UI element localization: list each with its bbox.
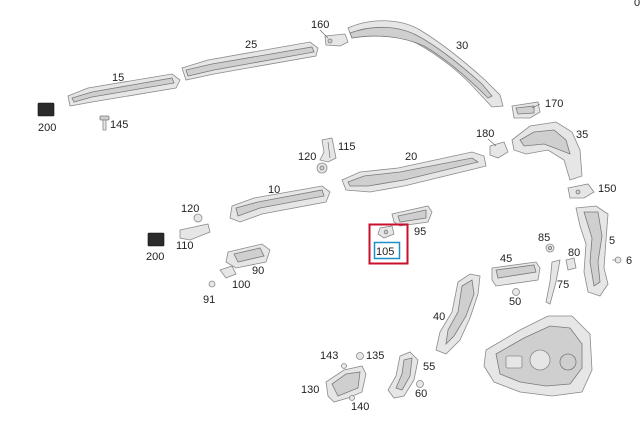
part-45-connector[interactable] bbox=[491, 261, 541, 287]
part-15-duct[interactable] bbox=[67, 73, 181, 107]
part-5-duct[interactable] bbox=[575, 205, 609, 297]
label-110: 110 bbox=[176, 240, 194, 252]
part-80-clip[interactable] bbox=[565, 257, 577, 271]
label-115: 115 bbox=[338, 141, 356, 153]
part-135-bolt[interactable] bbox=[356, 352, 364, 360]
label-10: 10 bbox=[268, 184, 280, 196]
part-91-bolt[interactable] bbox=[208, 280, 216, 288]
part-85-nut[interactable] bbox=[545, 243, 555, 253]
label-50: 50 bbox=[509, 296, 521, 308]
part-10-duct[interactable] bbox=[229, 185, 331, 223]
part-100-clip[interactable] bbox=[219, 265, 237, 279]
part-140-nut[interactable] bbox=[349, 395, 355, 401]
part-170-clip[interactable] bbox=[511, 101, 541, 119]
part-145-screw[interactable] bbox=[99, 115, 110, 131]
label-120-lower: 120 bbox=[181, 203, 199, 215]
label-60: 60 bbox=[415, 388, 427, 400]
part-160-clip[interactable] bbox=[324, 33, 349, 47]
part-105-clip[interactable] bbox=[377, 225, 395, 239]
label-100: 100 bbox=[232, 279, 250, 291]
part-25-duct[interactable] bbox=[181, 41, 319, 81]
label-35: 35 bbox=[576, 129, 588, 141]
part-150-clip[interactable] bbox=[567, 183, 595, 199]
label-85: 85 bbox=[538, 232, 550, 244]
label-150: 150 bbox=[598, 183, 616, 195]
part-115-bracket[interactable] bbox=[319, 137, 337, 163]
part-180-clip[interactable] bbox=[489, 141, 509, 159]
part-143-clip[interactable] bbox=[341, 363, 347, 369]
highlight-label-frame bbox=[373, 241, 401, 260]
label-160: 160 bbox=[311, 19, 329, 31]
label-200-lower: 200 bbox=[146, 251, 164, 263]
label-130: 130 bbox=[301, 384, 319, 396]
part-30-duct[interactable] bbox=[347, 20, 504, 108]
label-180: 180 bbox=[476, 128, 494, 140]
label-25: 25 bbox=[245, 39, 257, 51]
label-90: 90 bbox=[252, 265, 264, 277]
label-95: 95 bbox=[414, 226, 426, 238]
highlight-box bbox=[368, 223, 409, 265]
label-145: 145 bbox=[110, 119, 128, 131]
label-6: 6 bbox=[626, 255, 632, 267]
label-135: 135 bbox=[366, 350, 384, 362]
label-55: 55 bbox=[423, 361, 435, 373]
label-91: 91 bbox=[203, 294, 215, 306]
part-130-bracket[interactable] bbox=[325, 365, 367, 403]
part-20-duct[interactable] bbox=[341, 151, 487, 193]
label-30: 30 bbox=[456, 40, 468, 52]
part-6-bolt[interactable] bbox=[612, 256, 622, 264]
part-75-strap[interactable] bbox=[545, 259, 561, 305]
part-200-block-lower[interactable] bbox=[147, 232, 165, 247]
label-200-upper: 200 bbox=[38, 122, 56, 134]
label-143: 143 bbox=[320, 350, 338, 362]
label-105: 105 bbox=[376, 246, 394, 258]
label-75: 75 bbox=[557, 279, 569, 291]
label-40: 40 bbox=[433, 311, 445, 323]
label-140: 140 bbox=[351, 401, 369, 413]
heater-housing bbox=[483, 315, 593, 397]
part-35-duct[interactable] bbox=[511, 121, 583, 181]
part-60-nut[interactable] bbox=[416, 380, 424, 388]
label-45: 45 bbox=[500, 253, 512, 265]
label-20: 20 bbox=[405, 151, 417, 163]
part-120-clip-upper[interactable] bbox=[316, 162, 328, 174]
label-120-upper: 120 bbox=[298, 151, 316, 163]
part-110-bracket[interactable] bbox=[179, 223, 211, 241]
label-15: 15 bbox=[112, 72, 124, 84]
part-90-bracket[interactable] bbox=[225, 243, 271, 269]
part-55-duct[interactable] bbox=[387, 351, 419, 399]
label-170: 170 bbox=[545, 98, 563, 110]
part-50-nut[interactable] bbox=[512, 288, 520, 296]
label-80: 80 bbox=[568, 247, 580, 259]
corner-text: 0 bbox=[634, 0, 640, 9]
part-40-duct[interactable] bbox=[435, 273, 481, 355]
label-5: 5 bbox=[609, 235, 615, 247]
part-120-clip-lower[interactable] bbox=[193, 213, 203, 223]
part-95-bracket[interactable] bbox=[391, 205, 433, 227]
part-200-block-upper[interactable] bbox=[37, 102, 55, 117]
